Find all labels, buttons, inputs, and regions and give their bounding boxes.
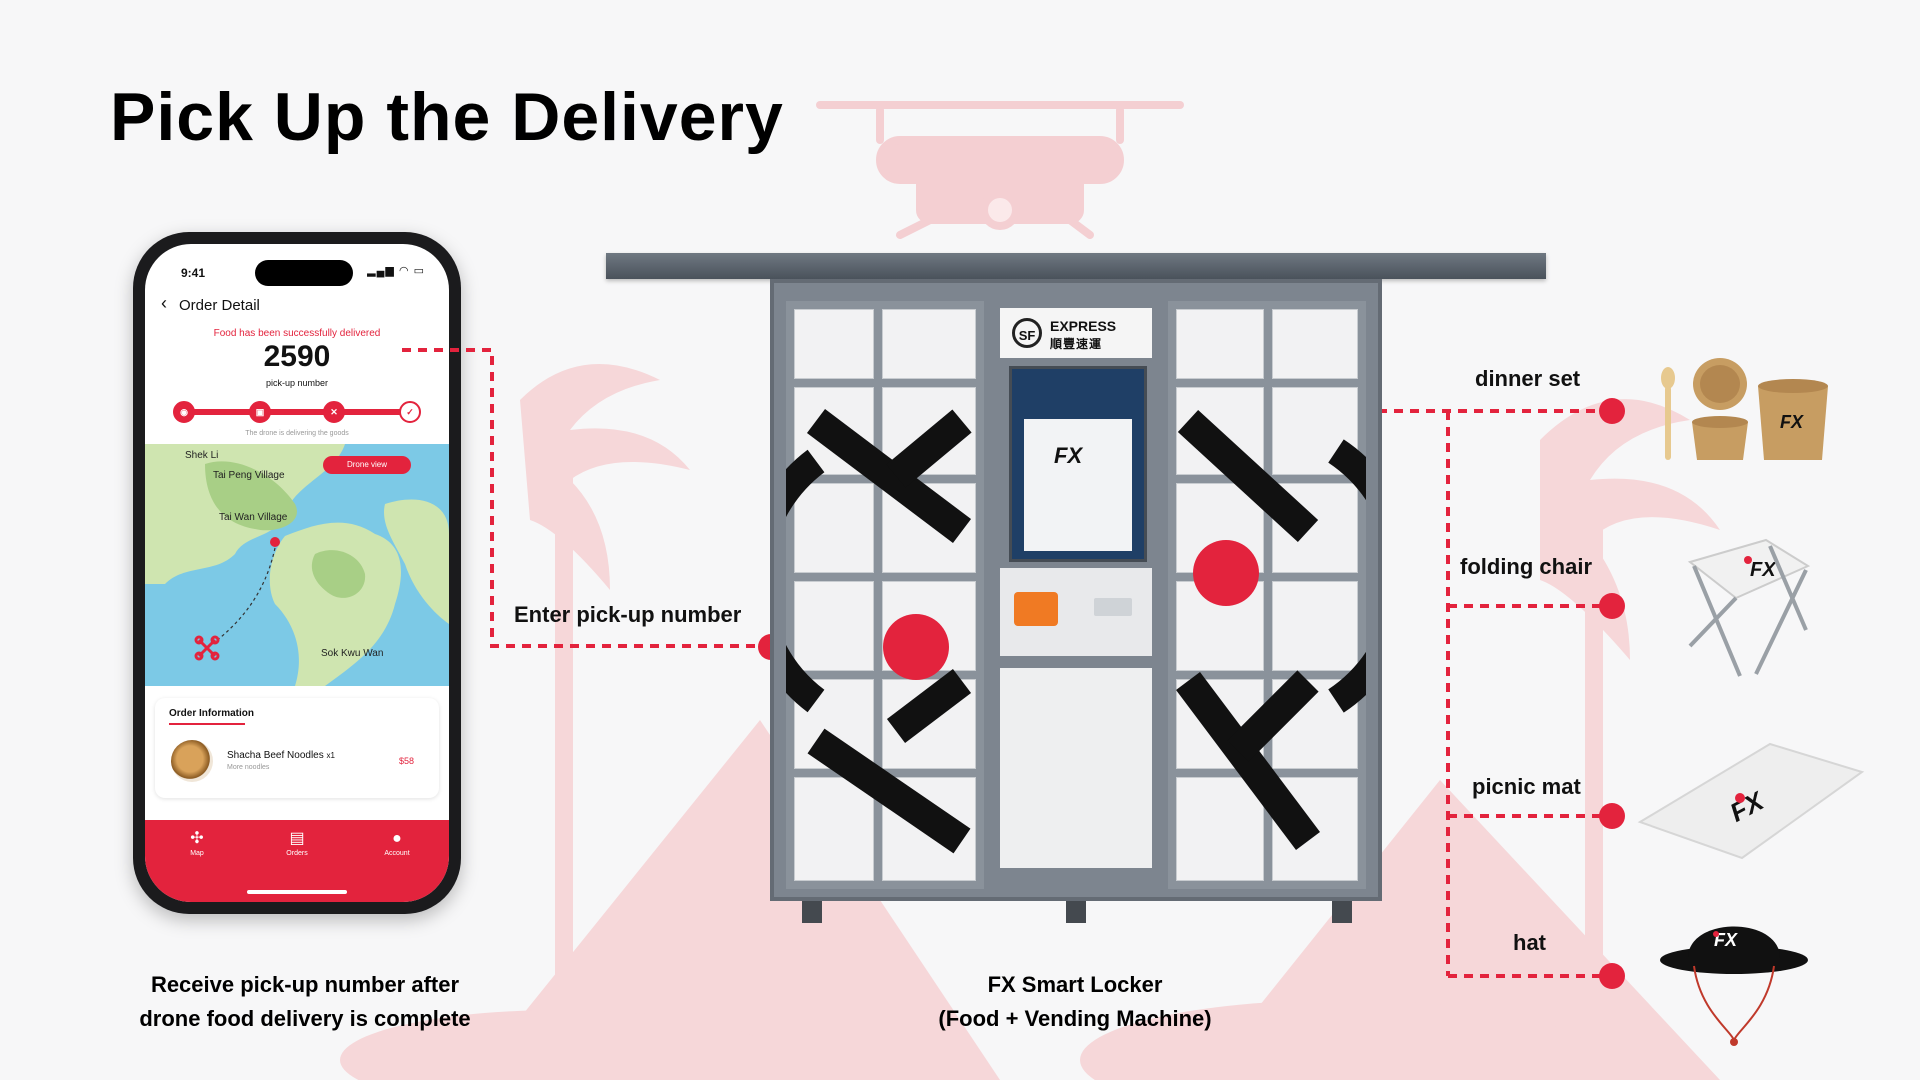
locker-door[interactable] <box>794 581 874 671</box>
progress-message: The drone is delivering the goods <box>245 430 349 437</box>
locker-leg <box>802 901 822 923</box>
bottom-tab-bar: ✣ Map ▤ Orders ● Account <box>145 820 449 902</box>
locker-leg <box>1066 901 1086 923</box>
food-item-note: More noodles <box>227 764 270 771</box>
svg-text:FX: FX <box>1750 559 1777 581</box>
drone-icon: ✣ <box>190 830 204 847</box>
order-detail-title: Order Detail <box>179 297 260 314</box>
enter-pickup-label: Enter pick-up number <box>514 602 742 627</box>
status-time: 9:41 <box>181 266 206 280</box>
left-locker-doors <box>786 301 984 889</box>
kiosk-display: FX <box>1024 419 1132 551</box>
tab-account[interactable]: ● Account <box>357 830 437 857</box>
tab-label: Orders <box>286 850 308 857</box>
locker-door[interactable] <box>1272 581 1358 671</box>
product-label-folding-chair: folding chair <box>1460 554 1592 579</box>
tab-orders[interactable]: ▤ Orders <box>257 830 337 857</box>
page-title: Pick Up the Delivery <box>110 79 784 155</box>
sf-logo: SF <box>1012 318 1042 348</box>
drone-step-icon: ✕ <box>323 401 345 423</box>
map-label: Tai Wan Village <box>219 512 288 523</box>
delivery-map[interactable]: Shek Li Tai Peng Village Tai Wan Village… <box>145 444 449 686</box>
delivery-progress-bar <box>183 409 415 415</box>
locker-roof <box>606 253 1546 279</box>
check-step-icon: ✓ <box>399 401 421 423</box>
map-label: Sok Kwu Wan <box>321 648 384 659</box>
sf-express-text: EXPRESS <box>1050 318 1117 334</box>
tab-label: Account <box>384 850 410 857</box>
order-information-card: Order Information Shacha Beef Noodles x1… <box>155 698 439 798</box>
tab-map[interactable]: ✣ Map <box>157 830 237 857</box>
sf-chinese-text: 順豐速運 <box>1050 337 1103 351</box>
locker-door[interactable] <box>794 777 874 881</box>
signal-wifi-battery-icon: ▂▄▆ ◠ ▭ <box>367 265 425 277</box>
food-item-name: Shacha Beef Noodles x1 <box>227 750 335 761</box>
map-label: Tai Peng Village <box>213 470 285 481</box>
phone-caption-line2: drone food delivery is complete <box>139 1006 471 1031</box>
fx-logo: FX <box>1054 443 1083 468</box>
locker-caption: FX Smart Locker (Food + Vending Machine) <box>880 968 1270 1036</box>
product-marker <box>1599 963 1625 989</box>
locker-door[interactable] <box>794 309 874 379</box>
phone-caption: Receive pick-up number after drone food … <box>100 968 510 1036</box>
svg-text:FX: FX <box>1780 412 1804 432</box>
product-marker <box>1599 398 1625 424</box>
product-label-hat: hat <box>1513 930 1546 955</box>
noodles-thumbnail <box>171 740 213 782</box>
locker-door[interactable] <box>794 483 874 573</box>
map-land-shapes <box>145 444 449 686</box>
shop-step-icon: ▣ <box>249 401 271 423</box>
product-label-picnic-mat: picnic mat <box>1472 774 1581 799</box>
order-info-underline <box>169 723 245 725</box>
clipboard-icon: ▤ <box>289 830 305 847</box>
locker-door[interactable] <box>1176 309 1264 379</box>
sf-express-sign: SF EXPRESS 順豐速運 <box>1000 308 1152 358</box>
back-chevron-icon[interactable]: ‹ <box>161 293 167 313</box>
locker-caption-line2: (Food + Vending Machine) <box>938 1006 1212 1031</box>
locker-door[interactable] <box>1176 777 1264 881</box>
tab-label: Map <box>190 850 204 857</box>
right-locker-doors <box>1168 301 1366 889</box>
payment-panel <box>1000 568 1152 656</box>
phone-mockup: 9:41 ▂▄▆ ◠ ▭ ‹ Order Detail Food has bee… <box>133 232 461 914</box>
kiosk-touchscreen[interactable]: FX <box>1009 366 1147 562</box>
folding-chair-icon: FX <box>1687 538 1811 677</box>
fx-brand-graphic-left <box>786 409 972 854</box>
locker-lower-panel <box>1000 668 1152 868</box>
food-item-price: $58 <box>399 756 415 766</box>
svg-text:FX: FX <box>1714 930 1738 950</box>
food-item-qty: x1 <box>326 751 335 760</box>
user-icon: ● <box>392 830 402 847</box>
delivered-message: Food has been successfully delivered <box>213 328 381 339</box>
phone-caption-line1: Receive pick-up number after <box>150 972 460 997</box>
order-info-title: Order Information <box>169 708 255 719</box>
drone-view-button[interactable]: Drone view <box>323 456 411 474</box>
qr-scanner[interactable] <box>1094 598 1132 616</box>
phone-screen: 9:41 ▂▄▆ ◠ ▭ ‹ Order Detail Food has bee… <box>145 244 449 902</box>
dinner-set-icon: FX <box>1661 358 1828 460</box>
card-reader-icon[interactable] <box>1014 592 1058 626</box>
product-marker <box>1599 803 1625 829</box>
locker-door[interactable] <box>1272 309 1358 379</box>
fx-brand-graphic-right <box>1176 409 1366 850</box>
pickup-number-label: pick-up number <box>265 378 329 388</box>
product-marker <box>1599 593 1625 619</box>
restaurant-step-icon: ◉ <box>173 401 195 423</box>
map-label: Shek Li <box>185 450 219 461</box>
pickup-number: 2590 <box>263 340 331 373</box>
locker-leg <box>1332 901 1352 923</box>
locker-door[interactable] <box>882 309 976 379</box>
home-indicator <box>247 890 347 894</box>
picnic-mat-icon: FX <box>1637 742 1865 860</box>
locker-caption-line1: FX Smart Locker <box>987 972 1163 997</box>
dynamic-island <box>255 260 353 286</box>
bucket-hat-icon: FX <box>1660 926 1808 1046</box>
product-label-dinner-set: dinner set <box>1475 366 1581 391</box>
